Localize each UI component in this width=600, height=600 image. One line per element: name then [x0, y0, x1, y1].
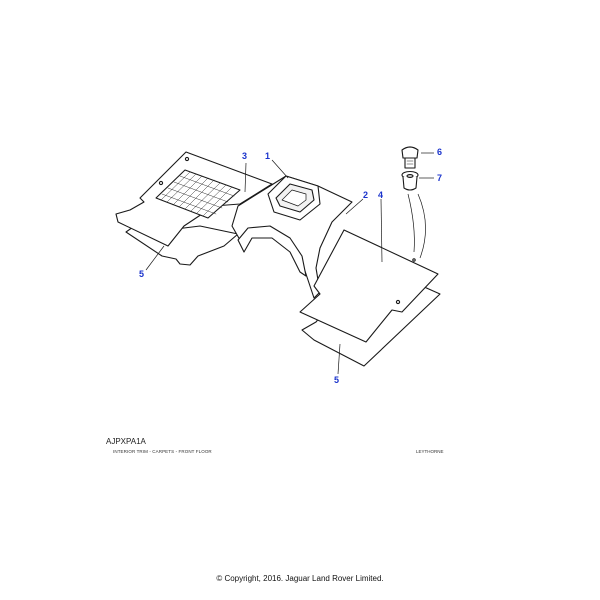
grommet: [401, 170, 419, 191]
fixing-hole: [184, 156, 190, 162]
heel-pad-texture: [160, 171, 235, 217]
callout-2: 2: [363, 190, 368, 200]
heel-pad: [155, 169, 241, 219]
callout-1: 1: [265, 151, 270, 161]
callout-7: 7: [437, 173, 442, 183]
callout-5-right: 5: [334, 375, 339, 385]
right-carpet: [299, 229, 439, 343]
leader-lines: [145, 152, 434, 375]
fixing-hole: [158, 180, 164, 186]
diagram-code: AJPXPA1A: [106, 437, 146, 446]
plant-label: LEYTHORNE: [416, 449, 444, 454]
callout-6: 6: [437, 147, 442, 157]
callout-4: 4: [378, 190, 383, 200]
tunnel-inner: [237, 225, 307, 277]
callout-5-left: 5: [139, 269, 144, 279]
push-stud: [401, 146, 419, 169]
fixing-hole: [412, 258, 416, 262]
copyright-notice: © Copyright, 2016. Jaguar Land Rover Lim…: [216, 574, 384, 583]
callout-3: 3: [242, 151, 247, 161]
fixing-hole: [395, 299, 401, 305]
diagram-subtitle: INTERIOR TRIM - CARPETS - FRONT FLOOR: [113, 449, 212, 454]
callouts: 1 2 3 4 5 5 6 7: [139, 147, 442, 385]
